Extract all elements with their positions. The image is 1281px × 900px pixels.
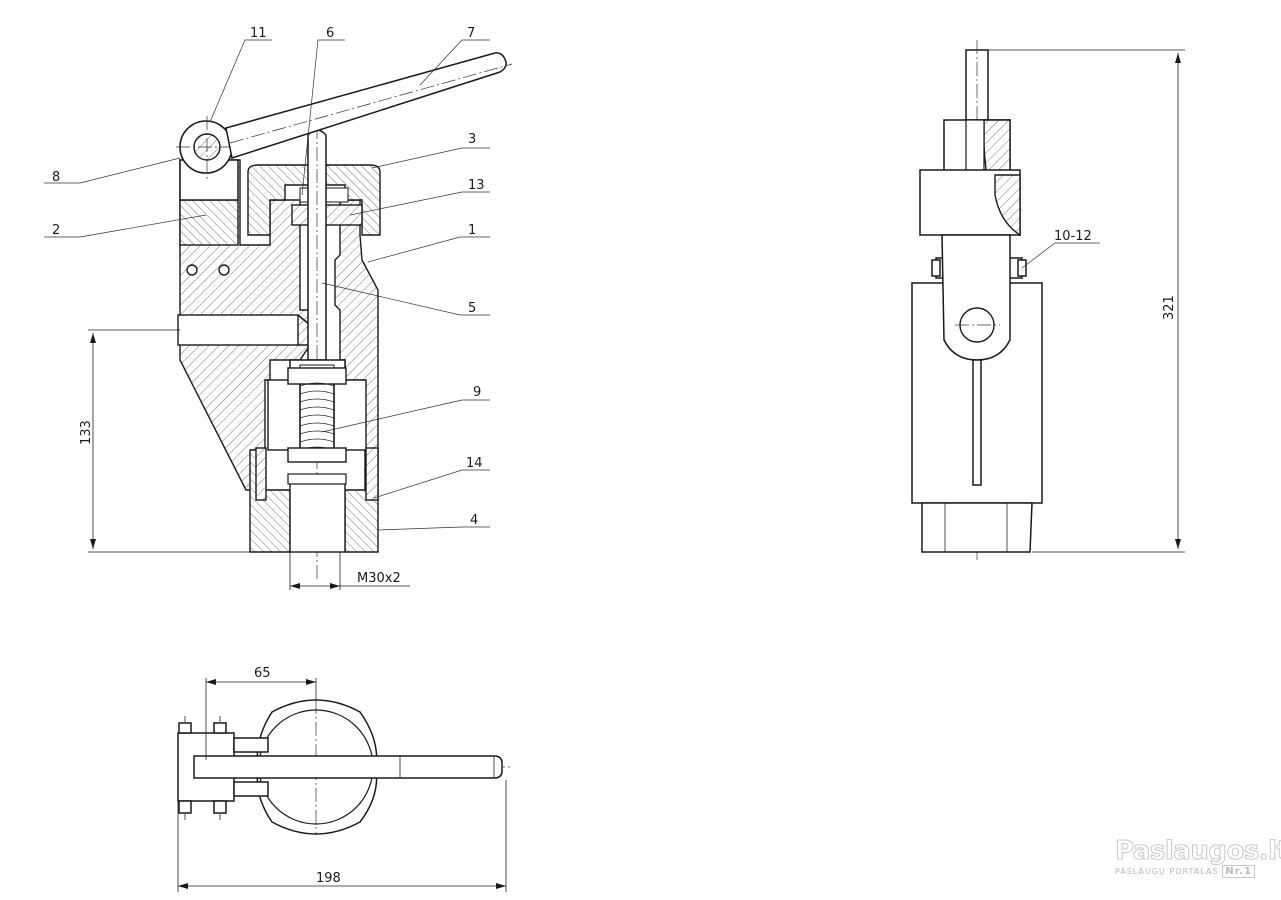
pivot-block-part-2 xyxy=(179,199,239,246)
spring-seat-top xyxy=(287,367,347,385)
dimension-133: 133 xyxy=(79,329,250,553)
dimension-198: 198 xyxy=(177,780,507,892)
label-7: 7 xyxy=(467,26,475,41)
paslaugos-watermark: Paslaugos.lt PASLAUGŲ PORTALAS Nr.1 xyxy=(1115,836,1281,878)
dim-65-text: 65 xyxy=(254,666,271,681)
side-cap-hatch xyxy=(994,174,1021,237)
label-9: 9 xyxy=(473,385,481,400)
outlet-collar xyxy=(287,473,347,485)
watermark-tagline: PASLAUGŲ PORTALAS xyxy=(1115,867,1219,876)
front-section-view xyxy=(176,52,513,580)
body-hole-left xyxy=(186,264,198,276)
label-13: 13 xyxy=(468,178,485,193)
washer-left xyxy=(255,447,267,501)
top-view xyxy=(177,699,510,835)
dim-198-text: 198 xyxy=(316,871,341,886)
side-bottom-nut xyxy=(921,502,1033,553)
spring-seat-bottom xyxy=(287,447,347,463)
label-5: 5 xyxy=(468,301,476,316)
label-14: 14 xyxy=(466,456,483,471)
label-3: 3 xyxy=(468,132,476,147)
label-11: 11 xyxy=(250,26,267,41)
dimension-321: 321 xyxy=(988,49,1185,553)
label-4: 4 xyxy=(470,513,478,528)
top-bolt-1 xyxy=(178,722,192,734)
dimension-65: 65 xyxy=(205,666,317,760)
washer-part-14 xyxy=(365,447,379,501)
side-view xyxy=(911,40,1043,560)
label-2: 2 xyxy=(52,223,60,238)
watermark-badge: Nr.1 xyxy=(1222,865,1255,878)
top-bolt-4 xyxy=(213,800,227,814)
top-bolt-2 xyxy=(213,722,227,734)
dim-thread-text: M30x2 xyxy=(357,571,401,586)
watermark-tagline-row: PASLAUGŲ PORTALAS Nr.1 xyxy=(1115,865,1255,878)
top-bolt-3 xyxy=(178,800,192,814)
body-hole-right xyxy=(218,264,230,276)
side-view-callouts: 10-12 xyxy=(1021,229,1100,269)
dim-133-text: 133 xyxy=(79,420,94,445)
side-drain-slot xyxy=(972,359,982,486)
outlet-bore xyxy=(289,477,346,553)
front-view-callouts: 11 6 7 3 13 8 2 1 5 9 14 4 xyxy=(44,26,490,531)
top-clamp-arm-low xyxy=(233,781,269,797)
top-clamp-arm xyxy=(233,737,269,753)
dimension-thread: M30x2 xyxy=(289,552,410,590)
watermark-brand: Paslaugos.lt xyxy=(1115,836,1281,866)
top-handle xyxy=(193,755,503,779)
label-8: 8 xyxy=(52,170,60,185)
handle-part-7 xyxy=(225,52,507,159)
label-6: 6 xyxy=(326,26,334,41)
side-bolt-head-left xyxy=(931,259,941,277)
label-10-12: 10-12 xyxy=(1054,229,1092,244)
dim-321-text: 321 xyxy=(1162,295,1177,320)
inlet-bore xyxy=(177,314,299,346)
label-1: 1 xyxy=(468,223,476,238)
